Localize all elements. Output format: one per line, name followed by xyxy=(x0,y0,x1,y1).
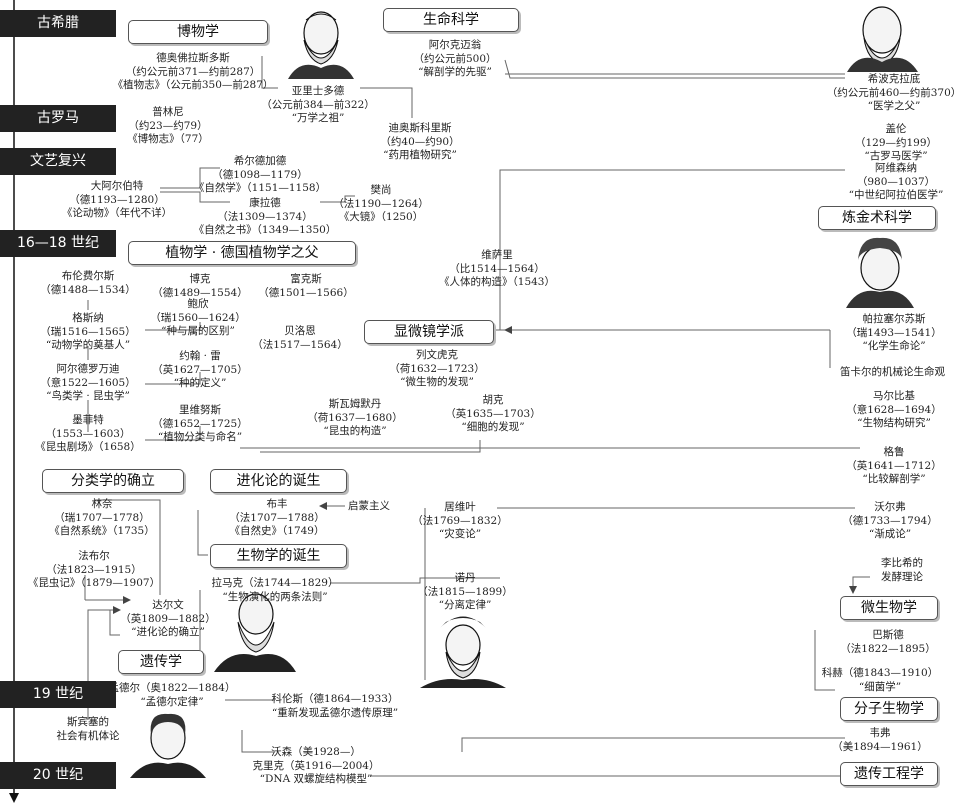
person-bauhin: 鲍欣 （瑞1560—1624） “种与属的区别” xyxy=(150,298,246,337)
box-biology-birth: 生物学的诞生 xyxy=(210,544,347,568)
person-cuvier: 居维叶 （法1769—1832） “灾变论” xyxy=(412,501,508,540)
person-dioscorides: 迪奥斯科里斯 （约40—约90） “药用植物研究” xyxy=(380,122,460,161)
box-molecular-biology: 分子生物学 xyxy=(840,697,938,721)
era-ancient-rome: 古罗马 xyxy=(0,105,116,132)
hippocrates-portrait-icon xyxy=(847,6,918,72)
person-bock: 博克 （德1489—1554） xyxy=(152,273,248,299)
person-watson-crick: 沃森（美1928—） 克里克（英1916—2004） “DNA 双螺旋结构模型” xyxy=(252,746,380,785)
person-hildegard: 希尔德加德 （德1098—1179） 《自然学》（1151—1158） xyxy=(193,155,327,194)
person-galen: 盖伦 （129—约199） “古罗马医学” xyxy=(854,123,938,162)
spencer-portrait-icon xyxy=(130,713,206,778)
person-buffon: 布丰 （法1707—1788） 《自然史》（1749） xyxy=(229,498,325,537)
person-alcmaeon: 阿尔克迈翁 （约公元前500） “解剖学的先驱” xyxy=(413,39,497,78)
person-dunant: 诺丹 （法1815—1899） “分离定律” xyxy=(417,572,513,611)
person-descartes: 笛卡尔的机械论生命观 xyxy=(840,366,945,378)
era-ancient-greece: 古希腊 xyxy=(0,10,116,37)
darwin-portrait-icon xyxy=(214,593,296,672)
mendel-portrait-icon xyxy=(420,616,506,688)
person-correns: 科伦斯（德1864—1933） “重新发现孟德尔遗传原理” xyxy=(271,693,399,719)
person-pasteur: 巴斯德 （法1822—1895） xyxy=(840,629,936,655)
person-darwin: 达尔文 （英1809—1882） “进化论的确立” xyxy=(120,599,216,638)
person-vincent: 樊尚 （法1190—1264） 《大镜》（1250） xyxy=(333,184,429,223)
era-renaissance: 文艺复兴 xyxy=(0,148,116,175)
person-ray: 约翰 · 雷 （英1627—1705） “种的定义” xyxy=(152,350,248,389)
aristotle-portrait-icon xyxy=(283,5,359,79)
era-19-century: 19 世纪 xyxy=(0,681,116,708)
person-belon: 贝洛恩 （法1517—1564） xyxy=(252,325,348,351)
person-konrad: 康拉德 （法1309—1374） 《自然之书》（1349—1350） xyxy=(193,197,337,236)
paracelsus-portrait-icon xyxy=(846,237,914,308)
person-hooke: 胡克 （英1635—1703） “细胞的发现” xyxy=(445,394,541,433)
person-wolff: 沃尔弗 （德1733—1794） “渐成论” xyxy=(842,501,938,540)
person-aldrovandi: 阿尔德罗万迪 （意1522—1605） “鸟类学 · 昆虫学” xyxy=(40,363,136,402)
person-rivinus: 里维努斯 （德1652—1725） “植物分类与命名” xyxy=(152,404,248,443)
box-microbiology: 微生物学 xyxy=(840,596,938,620)
person-theophrastus: 德奥佛拉斯多斯 （约公元前371—约前287） 《植物志》（公元前350—前28… xyxy=(112,52,274,91)
person-mendel: 孟德尔（奥1822—1884） “孟德尔定律” xyxy=(108,682,236,708)
person-lamarck: 拉马克（法1744—1829） “生物演化的两条法则” xyxy=(211,577,339,603)
person-linnaeus: 林奈 （瑞1707—1778） 《自然系统》（1735） xyxy=(49,498,155,537)
person-grew: 格鲁 （英1641—1712） “比较解剖学” xyxy=(846,446,942,485)
box-taxonomy: 分类学的确立 xyxy=(42,469,184,493)
person-brunfels: 布伦费尔斯 （德1488—1534） xyxy=(40,270,136,296)
box-evolution-birth: 进化论的诞生 xyxy=(210,469,347,493)
person-swammerdam: 斯瓦姆默丹 （荷1637—1680） “昆虫的构造” xyxy=(307,398,403,437)
box-life-science: 生命科学 xyxy=(383,8,519,32)
person-weaver: 韦弗 （美1894—1961） xyxy=(832,727,928,753)
era-20-century: 20 世纪 xyxy=(0,762,116,789)
person-pliny: 普林尼 （约23—约79） 《博物志》（77） xyxy=(127,106,209,145)
person-malpighi: 马尔比基 （意1628—1694） “生物结构研究” xyxy=(846,390,942,429)
person-fabre: 法布尔 （法1823—1915） 《昆虫记》（1879—1907） xyxy=(27,550,161,589)
person-hippocrates: 希波克拉底 （约公元前460—约前370） “医学之父” xyxy=(826,73,961,112)
person-leeuwenhoek: 列文虎克 （荷1632—1723） “微生物的发现” xyxy=(389,349,485,388)
person-avicenna: 阿维森纳 （980—1037） “中世纪阿拉伯医学” xyxy=(848,162,944,201)
person-fuchs: 富克斯 （德1501—1566） xyxy=(258,273,354,299)
box-natural-history: 博物学 xyxy=(128,20,268,44)
box-botany: 植物学 · 德国植物学之父 xyxy=(128,241,356,265)
era-16-18-century: 16—18 世纪 xyxy=(0,230,116,257)
person-vesalius: 维萨里 （比1514—1564） 《人体的构造》（1543） xyxy=(439,249,555,288)
person-moffett: 墨菲特 （1553—1603） 《昆虫剧场》（1658） xyxy=(35,414,141,453)
box-genetic-engineering: 遗传工程学 xyxy=(840,762,938,786)
person-paracelsus: 帕拉塞尔苏斯 （瑞1493—1541） “化学生命论” xyxy=(846,313,942,352)
person-albertus: 大阿尔伯特 （德1193—1280） 《论动物》（年代不详） xyxy=(61,180,173,219)
label-spencer: 斯宾塞的 社会有机体论 xyxy=(56,716,120,742)
label-liebig: 李比希的 发酵理论 xyxy=(881,557,923,583)
box-alchemy-science: 炼金术科学 xyxy=(818,206,936,230)
label-enlightenment: 启蒙主义 xyxy=(348,500,390,512)
box-genetics: 遗传学 xyxy=(118,650,204,674)
box-microscopy: 显微镜学派 xyxy=(364,320,494,344)
person-koch: 科赫（德1843—1910） “细菌学” xyxy=(821,667,939,693)
person-aristotle: 亚里士多德 （公元前384—前322） “万学之祖” xyxy=(261,85,375,124)
person-gesner: 格斯纳 （瑞1516—1565） “动物学的奠基人” xyxy=(40,312,136,351)
